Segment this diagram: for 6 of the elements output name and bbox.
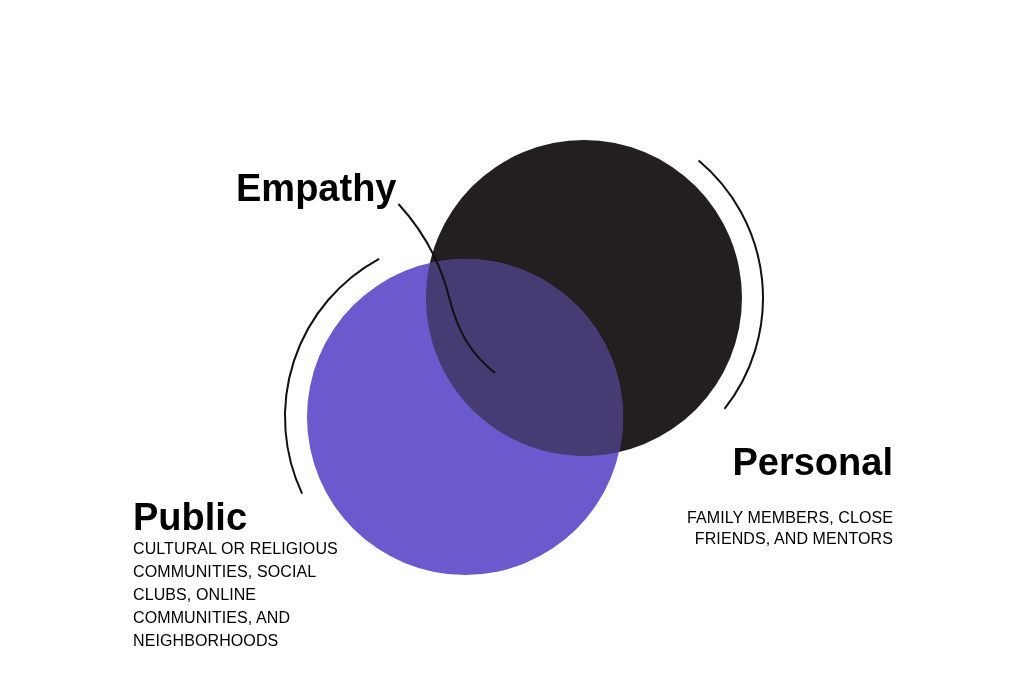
description-text: FAMILY MEMBERS, CLOSE FRIENDS, AND MENTORS: [686, 508, 893, 549]
heading: Public: [133, 495, 248, 539]
leader-line: [397, 203, 496, 374]
heading: Personal: [732, 440, 893, 484]
overlap-label: Empathy: [236, 166, 397, 210]
description-text: CULTURAL OR RELIGIOUS COMMUNITIES, SOCIAL CLUBS, ONLINE COMMUNITIES, AND NEIGHBORHOODS: [133, 539, 339, 651]
